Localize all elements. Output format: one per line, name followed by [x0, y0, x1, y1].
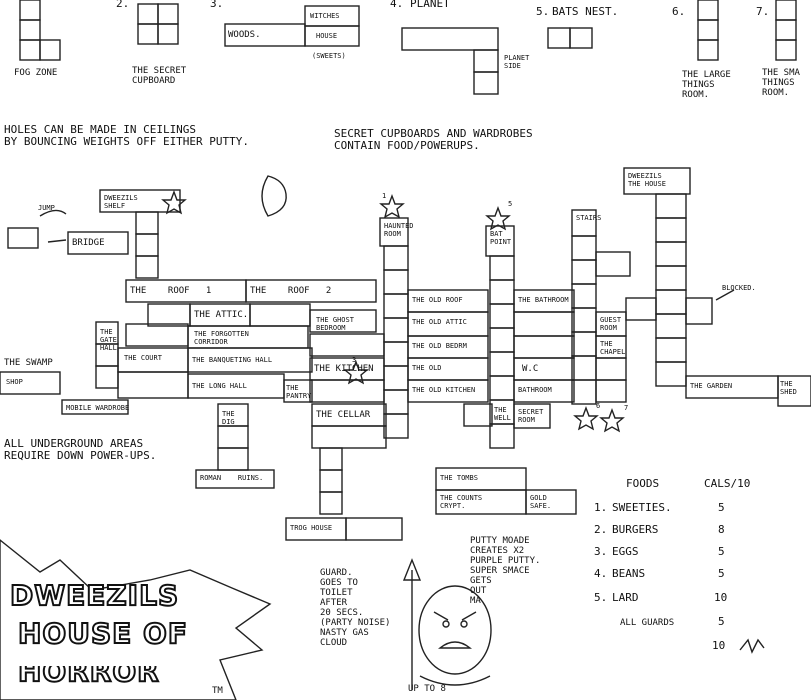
- food-cals-guards: 5: [718, 615, 725, 628]
- map-the-old: THE OLD: [412, 364, 442, 372]
- map-the-court: THE COURT: [124, 354, 162, 362]
- food-num-2: 2.: [594, 523, 608, 536]
- map-the-swamp: THE SWAMP: [4, 358, 53, 368]
- map-stairs-2: STAIRS: [576, 214, 602, 222]
- map-the-tombs: THE TOMBS: [440, 474, 478, 482]
- map-star-5: 5: [508, 200, 513, 208]
- map-the-well: THE WELL: [494, 406, 511, 422]
- map-blocked: BLOCKED.: [722, 284, 756, 292]
- map-bathroom: BATHROOM: [518, 386, 552, 394]
- legend-planet-side: PLANET SIDE: [504, 54, 530, 70]
- food-num-4: 4.: [594, 567, 608, 580]
- food-cals-2: 8: [718, 523, 725, 536]
- map-forgotten-corridor: THE FORGOTTEN CORRIDOR: [194, 330, 249, 346]
- map-old-attic: THE OLD ATTIC: [412, 318, 467, 326]
- title-line-1: DWEEZILS: [9, 579, 180, 612]
- food-cals-4: 5: [718, 567, 725, 580]
- map-the-dig: THE DIG: [222, 410, 235, 426]
- legend-fog-zone: FOG ZONE: [14, 68, 58, 78]
- food-cals-extra: 10: [712, 639, 726, 652]
- map-long-hall: THE LONG HALL: [192, 382, 247, 390]
- map-the-kitchen: THE KITCHEN: [314, 364, 374, 374]
- map-roman-ruins: ROMAN RUINS.: [200, 474, 264, 482]
- food-name-5: LARD: [612, 591, 639, 604]
- legend-large-things-room: THE LARGE THINGS ROOM.: [682, 70, 731, 100]
- legend-secret-cupboard: THE SECRET CUPBOARD: [132, 66, 187, 86]
- legend-bats-nest: BATS NEST.: [552, 5, 619, 18]
- map-the-shed: THE SHED: [780, 380, 797, 396]
- map-the-counts-crypt: THE COUNTS CRYPT.: [440, 494, 483, 510]
- note-putty: PUTTY MOADE CREATES X2 PURPLE PUTTY. SUP…: [470, 536, 541, 606]
- note-underground: ALL UNDERGROUND AREAS REQUIRE DOWN POWER…: [4, 437, 157, 462]
- food-cals-1: 5: [718, 501, 725, 514]
- legend-num-3: 3.: [210, 0, 224, 10]
- map-wc: W.C: [522, 364, 539, 374]
- note-upto: UP TO 8: [408, 684, 446, 694]
- legend-small-things-room: THE SMA THINGS ROOM.: [762, 68, 800, 98]
- map-dweezils-the-house: DWEEZILS THE HOUSE: [628, 172, 666, 188]
- legend-witches: WITCHES: [310, 12, 340, 20]
- map-gate-hall: THE GATE HALL: [100, 328, 117, 352]
- foods-cals-header: CALS/10: [704, 477, 751, 490]
- note-guard: GUARD. GOES TO TOILET AFTER 20 SECS. (PA…: [320, 568, 391, 648]
- legend-woods: WOODS.: [228, 30, 261, 40]
- food-num-1: 1.: [594, 501, 608, 514]
- map-old-kitchen: THE OLD KITCHEN: [412, 386, 476, 394]
- legend-num-5: 5.: [536, 5, 550, 18]
- map-secret-room: SECRET ROOM: [518, 408, 544, 424]
- map-mobile-wardrobe: MOBILE WARDROBE: [66, 404, 130, 412]
- map-haunted-room: HAUNTED ROOM: [384, 222, 414, 238]
- legend-num-7: 7.: [756, 5, 770, 18]
- legend-house: HOUSE: [316, 32, 338, 40]
- map-the-chapel: THE CHAPEL: [600, 340, 626, 356]
- food-name-3: EGGS: [612, 545, 639, 558]
- map-jump: JUMP: [38, 204, 55, 212]
- map-bridge: BRIDGE: [72, 238, 105, 248]
- legend-num-4: 4.: [390, 0, 404, 10]
- title-tm: TM: [212, 686, 223, 696]
- note-ceilings: HOLES CAN BE MADE IN CEILINGS BY BOUNCIN…: [4, 123, 250, 148]
- food-cals-3: 5: [718, 545, 725, 558]
- map-star-7: 7: [624, 404, 629, 412]
- map-dweezils-shelf: DWEEZILS SHELF: [104, 194, 138, 210]
- map-star-1: 1: [382, 192, 387, 200]
- food-name-2: BURGERS: [612, 523, 659, 536]
- legend-planet: PLANET: [410, 0, 450, 10]
- map-banqueting-hall: THE BANQUETING HALL: [192, 356, 273, 364]
- map-the-ghost-bedroom: THE GHOST BEDROOM: [316, 316, 354, 332]
- title-line-3: HORROR: [18, 666, 160, 688]
- note-cupboards: SECRET CUPBOARDS AND WARDROBES CONTAIN F…: [334, 127, 533, 152]
- food-name-4: BEANS: [612, 567, 646, 580]
- map-star-3: 3: [352, 356, 357, 364]
- foods-header: FOODS: [626, 477, 660, 490]
- food-num-5: 5.: [594, 591, 608, 604]
- map-the-bathroom: THE BATHROOM: [518, 296, 569, 304]
- map-old-bedroom: THE OLD BEDRM: [412, 342, 467, 350]
- map-star-6: 6: [596, 402, 601, 410]
- map-the-garden: THE GARDEN: [690, 382, 733, 390]
- map-pantry: THE PANTRY: [286, 384, 312, 400]
- food-name-1: SWEETIES.: [612, 501, 672, 514]
- map-the-attic: THE ATTIC.: [194, 310, 249, 320]
- map-bat-point: BAT POINT: [490, 230, 512, 246]
- map-the-roof-1: THE ROOF 1: [130, 286, 212, 296]
- map-old-roof: THE OLD ROOF: [412, 296, 463, 304]
- map-the-cellar: THE CELLAR: [316, 410, 371, 420]
- legend-num-6: 6.: [672, 5, 686, 18]
- map-gold-safe: GOLD SAFE.: [530, 494, 552, 510]
- title-line-2: HOUSE OF: [17, 617, 188, 650]
- food-name-guards: ALL GUARDS: [620, 618, 675, 628]
- food-cals-5: 10: [714, 591, 728, 604]
- map-the-roof-2: THE ROOF 2: [250, 286, 332, 296]
- map-trog-house: TROG HOUSE: [290, 524, 333, 532]
- map-shop: SHOP: [6, 378, 23, 386]
- legend-sweets: (SWEETS): [312, 52, 346, 60]
- food-num-3: 3.: [594, 545, 608, 558]
- legend-num-2: 2.: [116, 0, 130, 10]
- map-guest-room: GUEST ROOM: [600, 316, 622, 332]
